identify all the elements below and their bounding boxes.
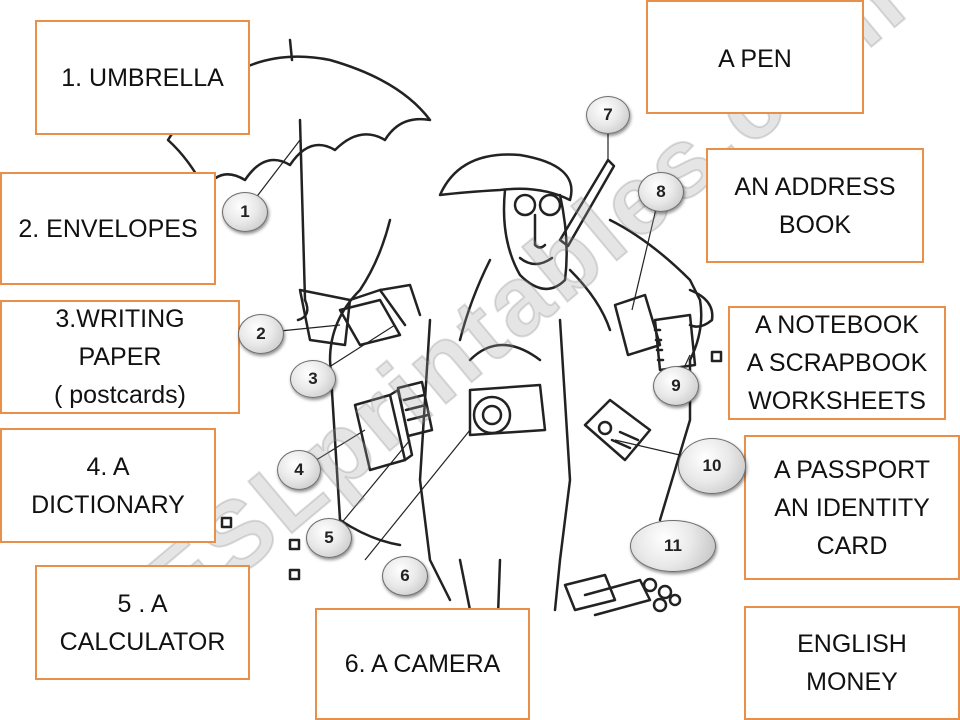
number-circle-7: 7 [586,96,630,134]
number-circle-11: 11 [630,520,716,572]
label-notebook: A NOTEBOOK A SCRAPBOOK WORKSHEETS [728,306,946,420]
money-drawing [563,573,617,612]
label-pen: A PEN [646,0,864,114]
label-camera: 6. A CAMERA [315,608,530,720]
number-circle-6: 6 [382,556,428,596]
umbrella-canopy [166,55,432,192]
coat-left [328,218,402,547]
face [502,188,568,290]
umbrella-shaft [298,118,307,302]
label-umbrella: 1. UMBRELLA [35,20,250,135]
envelopes-drawing [338,298,402,347]
passport-drawing [583,398,652,462]
camera-drawing [468,383,547,437]
label-passport: A PASSPORT AN IDENTITY CARD [744,435,960,580]
number-circle-3: 3 [290,360,336,398]
number-circle-1: 1 [222,192,268,232]
label-writing-paper: 3.WRITING PAPER ( postcards) [0,300,240,414]
number-circle-4: 4 [277,450,321,490]
label-calculator: 5 . A CALCULATOR [35,565,250,680]
hat [438,153,573,202]
number-circle-2: 2 [238,314,284,354]
pen-drawing [558,158,616,248]
label-money: ENGLISH MONEY [744,606,960,720]
label-address-book: AN ADDRESS BOOK [706,148,924,263]
number-circle-10: 10 [678,438,746,494]
dictionary-drawing [353,393,407,472]
label-envelopes: 2. ENVELOPES [0,172,216,285]
number-circle-5: 5 [306,518,352,558]
number-circle-9: 9 [653,366,699,406]
number-circle-8: 8 [638,172,684,212]
notebook-drawing [653,313,697,372]
calculator-drawing [396,380,434,438]
label-dictionary: 4. A DICTIONARY [0,428,216,543]
address-book-drawing [613,293,662,357]
